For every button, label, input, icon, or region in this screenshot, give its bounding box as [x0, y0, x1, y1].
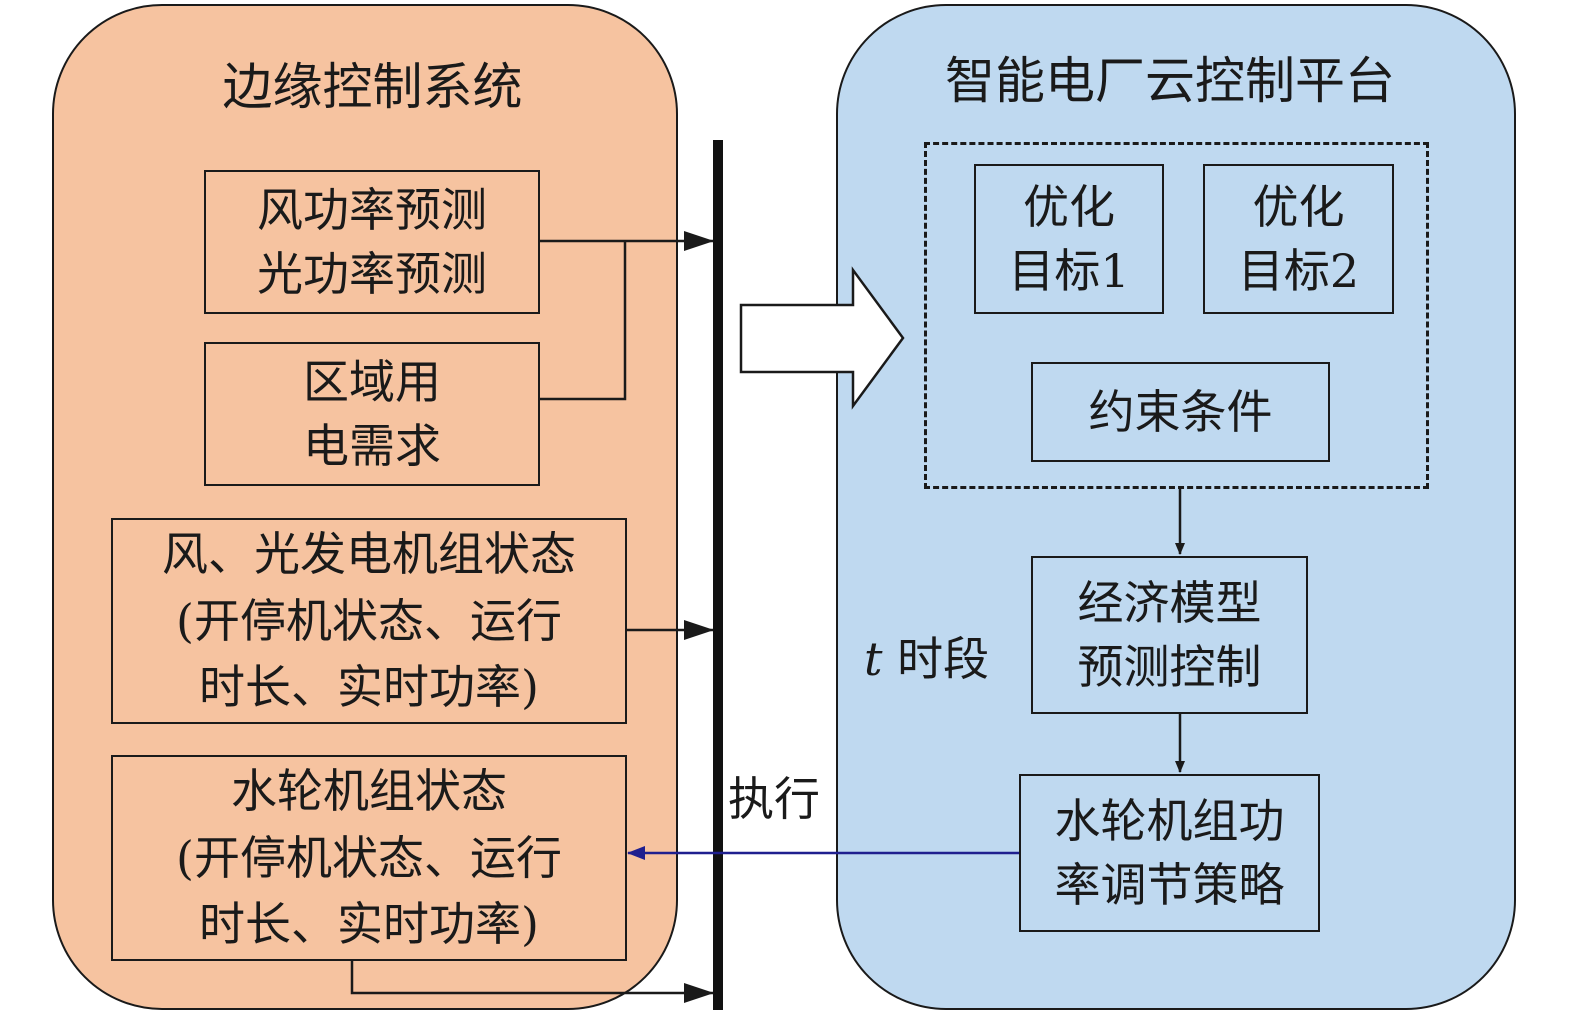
edge-control-system-title: 边缘控制系统: [222, 58, 523, 116]
regional-demand-box: 区域用 电需求: [204, 342, 540, 486]
optimization-group-dashed-box: [924, 142, 1429, 489]
objective-1-line-1: 优化: [1023, 179, 1115, 234]
hydro-status-to-bus-arrow: [350, 961, 714, 1003]
power-forecast-line-2: 光功率预测: [257, 247, 487, 301]
time-period-label: t 时段: [864, 636, 989, 682]
objective-2-box: 优化 目标2: [1203, 164, 1394, 314]
wind-solar-status-line-1: 风、光发电机组状态: [162, 526, 576, 581]
wind-solar-status-line-2: (开停机状态、运行: [176, 593, 562, 648]
execute-label: 执行: [728, 772, 820, 826]
constraints-box: 约束条件: [1031, 362, 1330, 462]
hydro-status-line-2: (开停机状态、运行: [176, 830, 562, 885]
data-upload-block-arrow: [739, 266, 905, 410]
economic-mpc-line-1: 经济模型: [1077, 575, 1262, 630]
hydro-status-box: 水轮机组状态 (开停机状态、运行 时长、实时功率): [111, 755, 627, 961]
objective-2-line-1: 优化: [1252, 179, 1345, 234]
objective-1-box: 优化 目标1: [974, 164, 1164, 314]
constraints-label: 约束条件: [1088, 384, 1273, 439]
time-period-text: 时段: [897, 632, 990, 686]
hydro-status-line-3: 时长、实时功率): [199, 897, 539, 952]
hydro-strategy-line-2: 率调节策略: [1054, 858, 1285, 912]
hydro-status-line-1: 水轮机组状态: [231, 763, 507, 818]
execution-bus-bar: [713, 140, 723, 1010]
hydro-strategy-line-1: 水轮机组功: [1054, 793, 1285, 848]
power-forecast-line-1: 风功率预测: [257, 182, 487, 237]
objective-2-line-2: 目标2: [1237, 244, 1360, 298]
wind-solar-status-box: 风、光发电机组状态 (开停机状态、运行 时长、实时功率): [111, 518, 627, 724]
objective-1-line-2: 目标1: [1008, 244, 1130, 298]
hydro-strategy-box: 水轮机组功 率调节策略: [1019, 774, 1320, 932]
demand-to-bus-connector: [540, 241, 627, 401]
time-variable: t: [864, 632, 883, 686]
wind-solar-status-line-3: 时长、实时功率): [199, 660, 539, 715]
economic-mpc-line-2: 预测控制: [1077, 640, 1262, 694]
economic-mpc-box: 经济模型 预测控制: [1031, 556, 1308, 714]
regional-demand-line-2: 电需求: [303, 419, 441, 473]
cloud-control-platform-title: 智能电厂云控制平台: [945, 52, 1395, 110]
regional-demand-line-1: 区域用: [303, 354, 441, 409]
power-forecast-box: 风功率预测 光功率预测: [204, 170, 540, 314]
